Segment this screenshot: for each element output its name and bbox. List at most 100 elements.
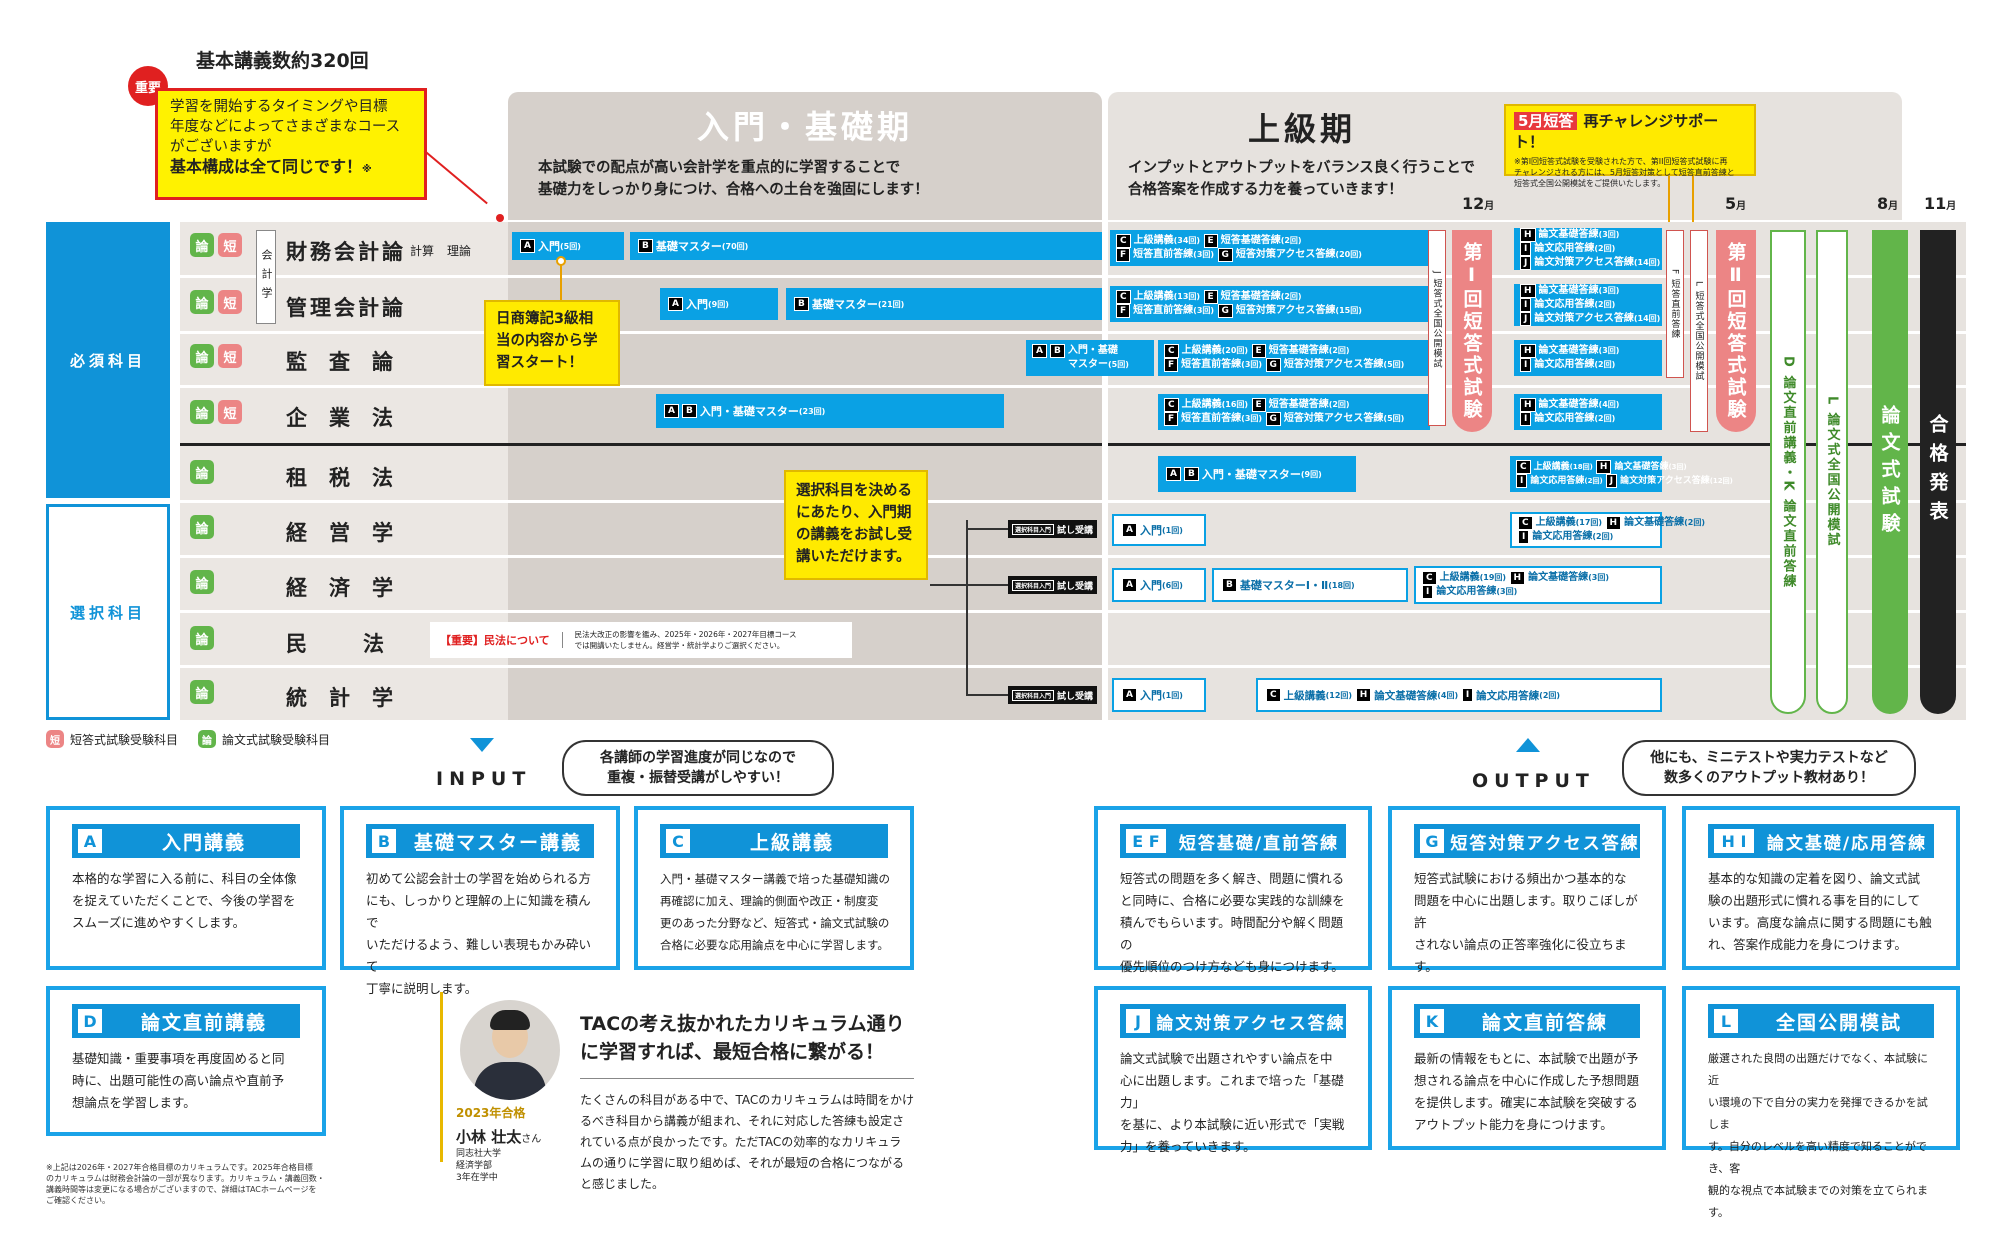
challenge-line-l [1668,176,1670,226]
ron-badge: 論 [190,400,214,424]
tan-badge: 短 [218,344,242,368]
subject-managerial: 管理会計論 [286,296,406,320]
exam-result: 合格発表 [1920,230,1956,714]
phase-basic-header [508,92,1102,220]
row-sep-3 [180,385,1966,388]
economics-trial-tag[interactable]: 選択科目入門試し受講 [1008,576,1098,594]
business-trial-tag[interactable]: 選択科目入門試し受講 [1008,520,1098,538]
subject-row-tax[interactable]: 論 [190,460,214,484]
important-tag: 重要 [128,66,168,106]
subject-row-civil[interactable]: 論 [190,626,214,650]
stats-trial-tag[interactable]: 選択科目入門試し受講 [1008,686,1098,704]
ron-badge: 論 [190,626,214,650]
footnote: ※上記は2026年・2027年合格目標のカリキュラムです。2025年合格目標のカ… [46,1163,325,1205]
trial-connector-h3 [966,694,1008,696]
subject-row-economics[interactable]: 論 [190,570,214,594]
row-divider-main [180,443,1966,446]
avatar-hair-icon [490,1010,530,1030]
phase-advanced-desc2: 合格答案を作成する力を養っていきます！ [1128,182,1403,198]
tan-badge: 短 [46,730,64,748]
subject-row-managerial[interactable]: 論短 [190,290,242,314]
subject-row-financial[interactable]: 論短 [190,233,242,257]
civil-notice: 【重要】民法について 民法大改正の影響を鑑み、2025年・2026年・2027年… [430,622,852,658]
exam-pre-ron: D 論文直前講義・K 論文直前答練 [1770,230,1806,714]
subject-financial-calc: 計算 [410,244,435,258]
subject-row-business[interactable]: 論 [190,515,214,539]
accounting-group-label: 会計学 [256,230,276,324]
testimonial-divider [580,1078,914,1079]
exam-mock2: L 短答式全国公開模試 [1690,230,1708,432]
important-note: 学習を開始するタイミングや目標 年度などによってさまざまなコース がございますが… [155,88,427,200]
phase-advanced-title: 上級期 [1248,110,1357,148]
exam-tan1: 第Ⅰ回短答式試験 [1452,230,1492,432]
phase-vertical-divider [1102,222,1108,720]
testimonial-headline: TACの考え抜かれたカリキュラム通りに学習すれば、最短合格に繋がる！ [580,1013,905,1063]
row-sep-1 [180,275,1966,278]
input-arrow-icon [470,738,494,752]
month-5: 5月 [1725,194,1747,213]
category-required: 必須科目 [46,222,170,498]
row-sep-6 [180,555,1966,558]
exam-mock-ron: L 論文式全国公開模試 [1816,230,1848,714]
trial-connector-h1 [966,528,1008,530]
ron-badge: 論 [190,460,214,484]
output-bubble: 他にも、ミニテストや実力テストなど数多くのアウトプット教材あり！ [1622,740,1916,796]
exam-mock1: J 短答式全国公開模試 [1428,230,1446,426]
note-connector [423,150,488,205]
ron-badge: 論 [190,570,214,594]
testimonial-year: 2023年合格 [456,1106,526,1120]
exam-ron: 論文式試験 [1872,230,1908,714]
ron-badge: 論 [190,233,214,257]
ron-badge: 論 [190,680,214,704]
ron-badge: 論 [190,515,214,539]
month-12: 12月 [1462,194,1495,213]
testimonial-name: 小林 壮太さん [456,1128,542,1146]
legend: 短短答式試験受験科目 論論文式試験受験科目 [46,730,330,748]
row-sep-5 [180,500,1966,503]
subject-stats: 統計学 [286,686,415,710]
avatar [460,1000,560,1100]
ron-badge: 論 [198,730,217,748]
tan-badge: 短 [218,233,242,257]
subject-row-stats[interactable]: 論 [190,680,214,704]
tan-badge: 短 [218,290,242,314]
subject-row-corporate[interactable]: 論短 [190,400,242,424]
exam-tan2: 第Ⅱ回短答式試験 [1716,230,1756,432]
testimonial-body: たくさんの科目がある中で、TACのカリキュラムは時間をかけるべき科目から講義が組… [580,1093,914,1191]
row-sep-2 [180,331,1966,334]
subject-economics: 経済学 [286,576,415,600]
subject-financial: 財務会計論 [286,240,406,264]
boki-dot [556,256,566,266]
tan-badge: 短 [218,400,242,424]
trial-connector-h2 [930,584,1008,586]
subject-row-audit[interactable]: 論短 [190,344,242,368]
row-sep-7 [180,610,1966,613]
